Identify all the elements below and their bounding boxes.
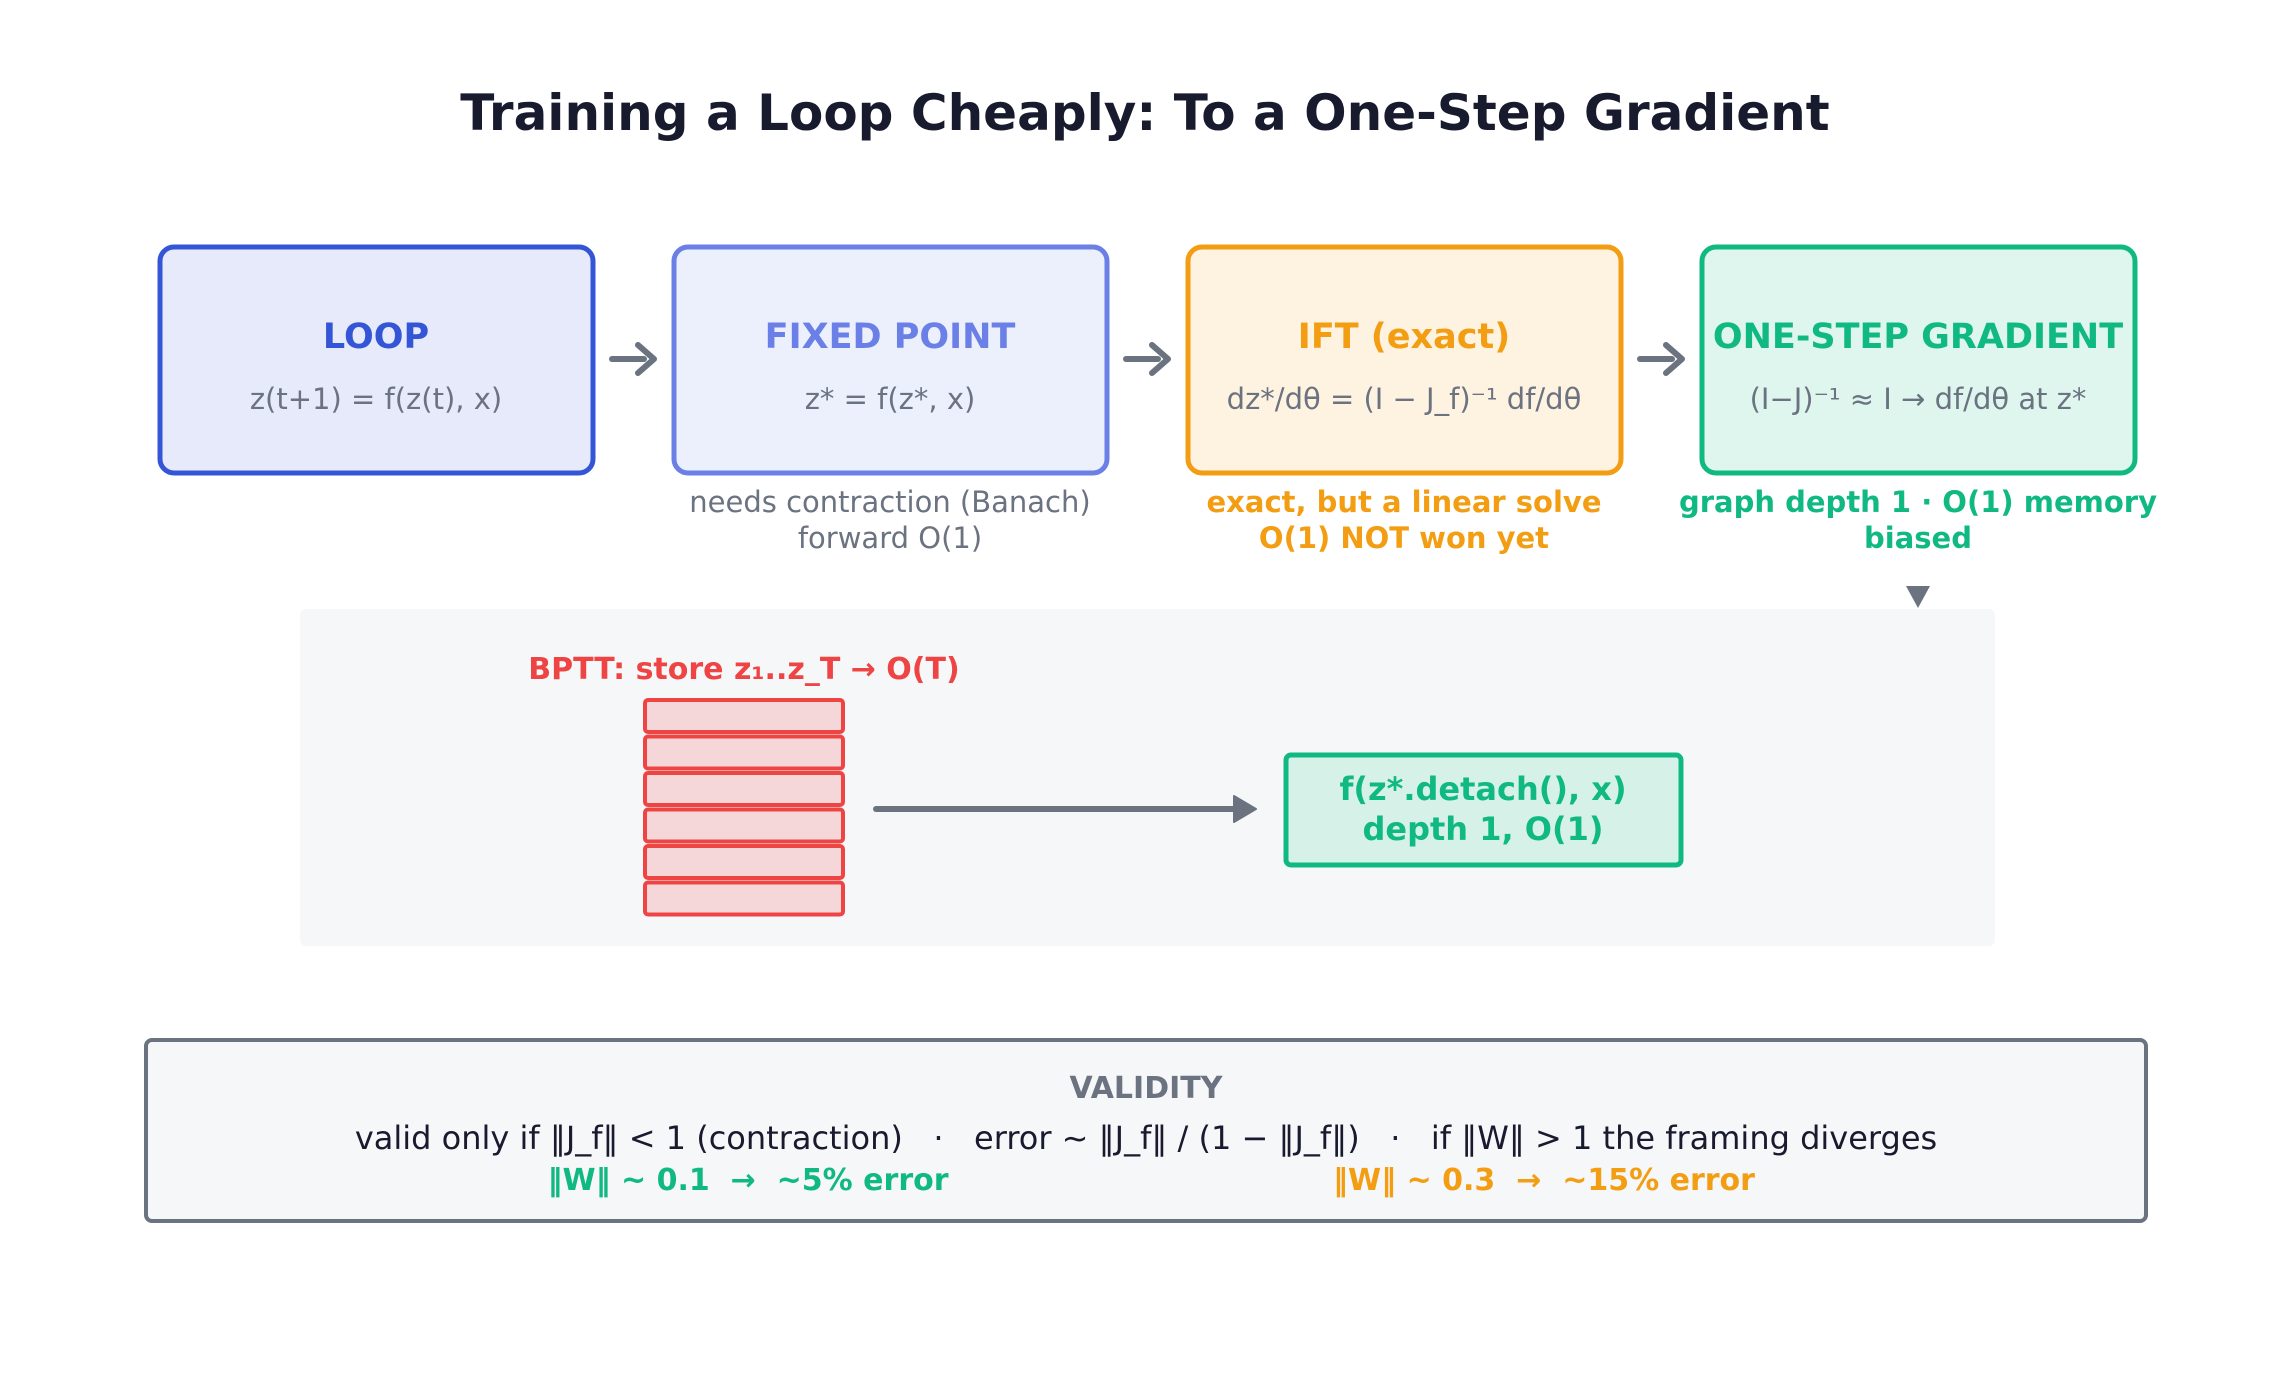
bptt-stored-state-3 [643, 771, 845, 807]
validity-example-high: ‖W‖ ~ 0.3 → ~15% error [1333, 1163, 1755, 1198]
stage-one-step-box [1699, 244, 2138, 476]
bptt-stored-state-4 [643, 807, 845, 844]
stage-ift-formula: dz*/dθ = (I − J_f)⁻¹ df/dθ [1227, 382, 1582, 416]
validity-box-group: VALIDITY valid only if ‖J_f‖ < 1 (contra… [144, 1038, 2148, 1223]
validity-main-text: valid only if ‖J_f‖ < 1 (contraction) · … [355, 1119, 1937, 1157]
arrow-fixed-to-ift-head [1149, 342, 1171, 376]
validity-box [144, 1038, 2148, 1223]
stage-ift-title: IFT (exact) [1298, 317, 1510, 357]
page-title: Training a Loop Cheaply: To a One-Step G… [460, 84, 1829, 142]
stage-loop: LOOP z(t+1) = f(z(t), x) [157, 244, 596, 476]
arrow-onestep-down [1906, 586, 1930, 608]
stage-ift: IFT (exact) dz*/dθ = (I − J_f)⁻¹ df/dθ e… [1185, 244, 1624, 555]
bptt-stored-state-1 [643, 698, 845, 734]
bptt-memory-stack [643, 698, 845, 917]
stage-one-step-title: ONE-STEP GRADIENT [1713, 317, 2123, 357]
stage-one-step: ONE-STEP GRADIENT (I−J)⁻¹ ≈ I → df/dθ at… [1679, 244, 2157, 555]
arrow-loop-to-fixed-head [635, 342, 657, 376]
stage-loop-box [157, 244, 596, 476]
validity-example-low: ‖W‖ ~ 0.1 → ~5% error [547, 1163, 948, 1198]
bptt-stored-state-6 [643, 880, 845, 917]
detach-box-group: f(z*.detach(), x) depth 1, O(1) [1283, 752, 1684, 868]
stage-fixed-point-note-2: forward O(1) [798, 521, 982, 555]
stage-one-step-note-2: biased [1864, 521, 1972, 555]
arrow-bptt-to-detach-head [1233, 795, 1257, 823]
arrow-ift-to-onestep-head [1663, 342, 1685, 376]
stage-ift-box [1185, 244, 1624, 476]
stage-fixed-point-note-1: needs contraction (Banach) [689, 485, 1090, 519]
stage-fixed-point-box [671, 244, 1110, 476]
bptt-stored-state-5 [643, 844, 845, 880]
stage-one-step-note-1: graph depth 1 · O(1) memory [1679, 485, 2157, 519]
bptt-stored-state-2 [643, 734, 845, 771]
stage-fixed-point: FIXED POINT z* = f(z*, x) needs contract… [671, 244, 1110, 555]
bptt-label: BPTT: store z₁..z_T → O(T) [528, 652, 959, 687]
detach-line-1: f(z*.detach(), x) [1339, 770, 1626, 808]
validity-heading: VALIDITY [1070, 1071, 1224, 1106]
stage-loop-title: LOOP [323, 317, 429, 357]
stage-loop-formula: z(t+1) = f(z(t), x) [250, 382, 502, 416]
stage-ift-note-2: O(1) NOT won yet [1259, 521, 1549, 555]
detach-line-2: depth 1, O(1) [1362, 810, 1603, 848]
stage-fixed-point-formula: z* = f(z*, x) [805, 382, 976, 416]
stage-one-step-formula: (I−J)⁻¹ ≈ I → df/dθ at z* [1750, 382, 2087, 416]
detach-box [1283, 752, 1684, 868]
stage-ift-note-1: exact, but a linear solve [1207, 485, 1602, 519]
stage-fixed-point-title: FIXED POINT [765, 317, 1016, 357]
